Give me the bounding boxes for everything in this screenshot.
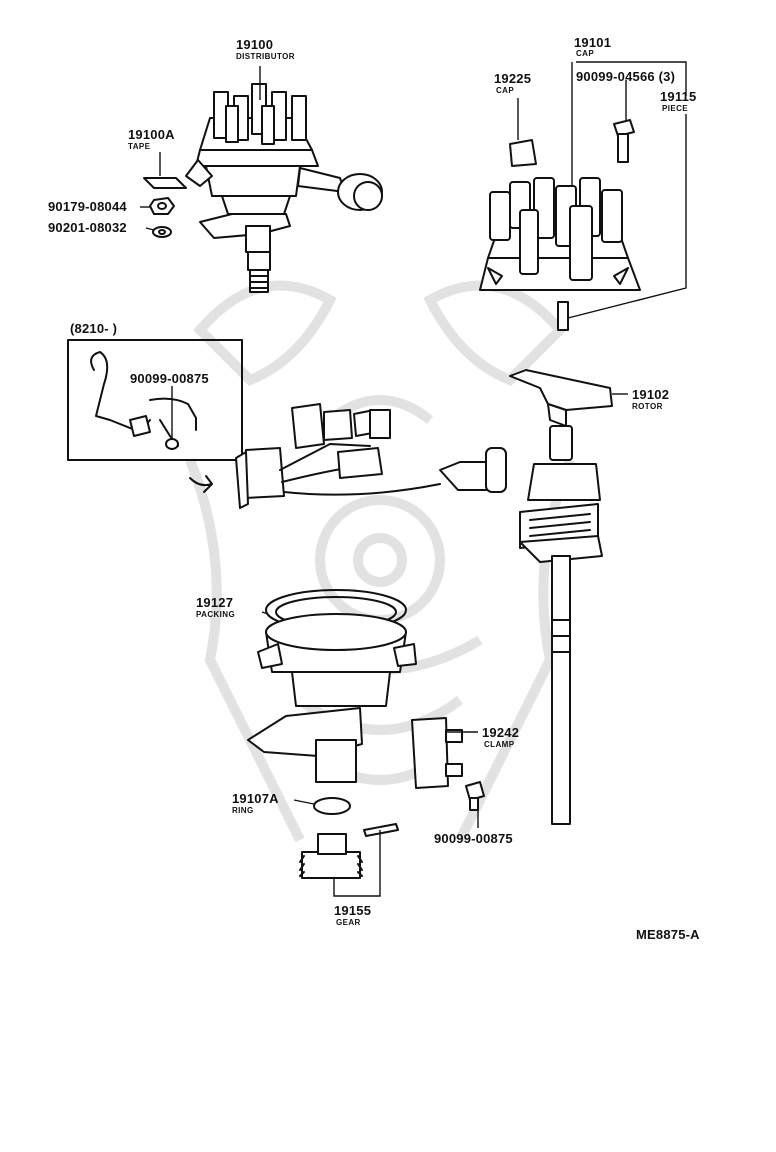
nut-number: 90179-08044 bbox=[48, 199, 127, 214]
figure-code: ME8875-A bbox=[636, 927, 700, 942]
packing-number: 19127 bbox=[196, 595, 234, 610]
pin-part bbox=[363, 823, 399, 837]
cap-screw-part bbox=[613, 119, 635, 163]
piece-number: 19115 bbox=[660, 89, 697, 104]
clamp-number: 19242 bbox=[482, 725, 520, 740]
small-cap-part bbox=[509, 139, 537, 167]
tape-part bbox=[143, 177, 187, 189]
distributor-number: 19100 bbox=[236, 37, 274, 52]
clamp-part bbox=[411, 717, 463, 789]
small-cap-name: CAP bbox=[496, 86, 515, 95]
tape-number: 19100A bbox=[128, 127, 175, 142]
washer-part bbox=[152, 226, 172, 238]
rotor-name: ROTOR bbox=[632, 402, 663, 411]
distributor-housing bbox=[247, 589, 417, 783]
distributor-name: DISTRIBUTOR bbox=[236, 52, 295, 61]
washer-number: 90201-08032 bbox=[48, 220, 127, 235]
cap-assy-name: CAP bbox=[576, 49, 595, 58]
date-range: (8210- ) bbox=[70, 321, 118, 336]
governor-shaft-assembly bbox=[519, 425, 603, 825]
gear-number: 19155 bbox=[334, 903, 372, 918]
signal-generator-harness bbox=[235, 403, 507, 509]
small-cap-number: 19225 bbox=[494, 71, 532, 86]
piece-part bbox=[557, 301, 569, 331]
gear-name: GEAR bbox=[336, 918, 361, 927]
piece-name: PIECE bbox=[662, 104, 689, 113]
clamp-screw-part bbox=[465, 781, 485, 811]
clamp-screw-number: 90099-00875 bbox=[434, 831, 513, 846]
distributor-cap bbox=[479, 177, 641, 291]
distributor-assembly bbox=[185, 83, 383, 293]
watermark-emblem bbox=[185, 280, 575, 843]
ring-number: 19107A bbox=[232, 791, 279, 806]
inset-box bbox=[67, 339, 243, 461]
tape-name: TAPE bbox=[128, 142, 151, 151]
leader-lines bbox=[140, 61, 687, 897]
cap-screw-number: 90099-04566 (3) bbox=[576, 69, 676, 84]
gear-part bbox=[299, 833, 363, 879]
ring-part bbox=[313, 797, 351, 815]
ring-name: RING bbox=[232, 806, 254, 815]
nut-part bbox=[149, 197, 175, 215]
inset-arrow bbox=[189, 475, 213, 493]
rotor-number: 19102 bbox=[632, 387, 670, 402]
clamp-name: CLAMP bbox=[484, 740, 515, 749]
cap-assy-number: 19101 bbox=[574, 35, 612, 50]
packing-name: PACKING bbox=[196, 610, 236, 619]
rotor-part bbox=[509, 369, 613, 427]
harness-screw-number: 90099-00875 bbox=[130, 371, 209, 386]
